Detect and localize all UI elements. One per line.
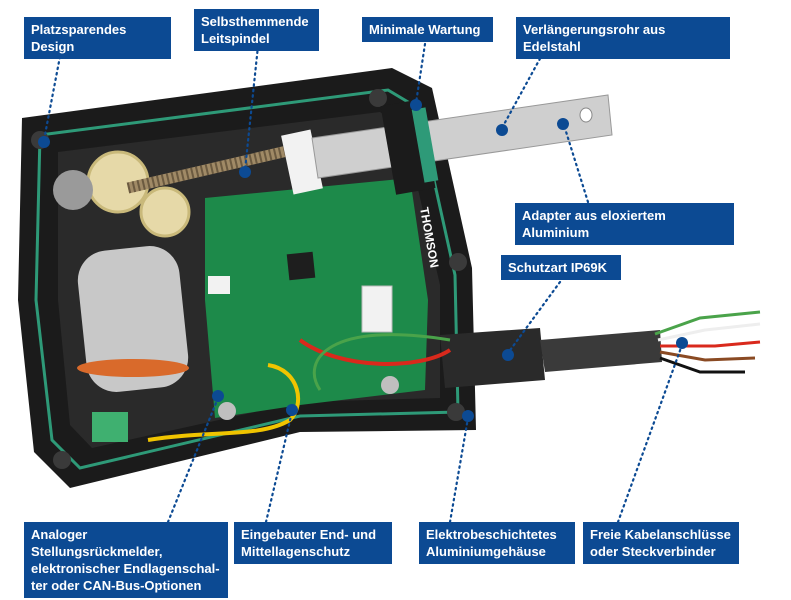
callout-dot bbox=[212, 390, 224, 402]
callout-dot bbox=[502, 349, 514, 361]
label-ip-rating: Schutzart IP69K bbox=[501, 255, 621, 280]
screw-hole bbox=[449, 253, 467, 271]
label-position-feedback: Analoger Stellungsrückmelder, elektronis… bbox=[24, 522, 228, 598]
leader-feedback bbox=[166, 396, 220, 524]
callout-dot bbox=[286, 404, 298, 416]
callout-dot bbox=[239, 166, 251, 178]
housing-seal bbox=[34, 88, 460, 470]
motor-terminal bbox=[92, 412, 128, 442]
leader-end-protection bbox=[264, 410, 294, 524]
pcb-board bbox=[205, 178, 428, 418]
leader-ip-rating bbox=[506, 280, 562, 355]
label-self-locking-spindle: Selbsthemmende Leitspindel bbox=[194, 9, 319, 51]
label-cable-connections: Freie Kabelanschlüsse oder Steckverbinde… bbox=[583, 522, 739, 564]
pcb-connector bbox=[208, 276, 230, 294]
adapter-ring bbox=[411, 107, 439, 183]
wire-black bbox=[659, 356, 745, 374]
gear-small bbox=[139, 186, 191, 238]
cable bbox=[540, 330, 662, 372]
label-space-saving-design: Platzsparendes Design bbox=[24, 17, 171, 59]
leader-maintenance bbox=[414, 42, 427, 105]
label-end-protection: Eingebauter End- und Mittellagenschutz bbox=[234, 522, 392, 564]
leader-self-locking bbox=[243, 44, 260, 172]
label-minimal-maintenance: Minimale Wartung bbox=[362, 17, 493, 42]
bearing bbox=[53, 170, 93, 210]
callout-dot bbox=[462, 410, 474, 422]
wire-white bbox=[657, 322, 761, 342]
lead-screw bbox=[126, 142, 302, 194]
leader-cables bbox=[616, 343, 684, 524]
pcb-screw bbox=[381, 376, 399, 394]
label-adapter: Adapter aus eloxiertem Aluminium bbox=[515, 203, 734, 245]
screw-hole bbox=[447, 403, 465, 421]
wire-brown bbox=[659, 350, 756, 362]
callout-dot bbox=[496, 124, 508, 136]
wire-red bbox=[660, 340, 761, 348]
motor bbox=[77, 246, 189, 392]
callout-dot bbox=[676, 337, 688, 349]
pcb-connector bbox=[361, 285, 393, 333]
leader-housing bbox=[448, 416, 470, 524]
leader-space-saving bbox=[42, 44, 64, 142]
pcb-chip bbox=[286, 251, 316, 281]
label-coated-housing: Elektrobeschichtetes Aluminiumgehäuse bbox=[419, 522, 575, 564]
screw-hole bbox=[369, 89, 387, 107]
wire-yellow-internal bbox=[147, 363, 300, 442]
cable-gland bbox=[440, 328, 545, 388]
wire-green bbox=[654, 310, 761, 336]
callout-dot bbox=[557, 118, 569, 130]
wire-green-internal bbox=[312, 333, 451, 391]
tube-hole bbox=[579, 107, 593, 123]
spindle-nut bbox=[281, 129, 323, 195]
pcb-screw bbox=[218, 402, 236, 420]
label-extension-tube: Verlängerungsrohr aus Edelstahl bbox=[516, 17, 730, 59]
motor-band bbox=[77, 359, 189, 377]
callout-dot bbox=[410, 99, 422, 111]
wire-red-internal bbox=[298, 338, 452, 366]
extension-tube bbox=[311, 94, 613, 179]
callout-dot bbox=[38, 136, 50, 148]
screw-hole bbox=[53, 451, 71, 469]
